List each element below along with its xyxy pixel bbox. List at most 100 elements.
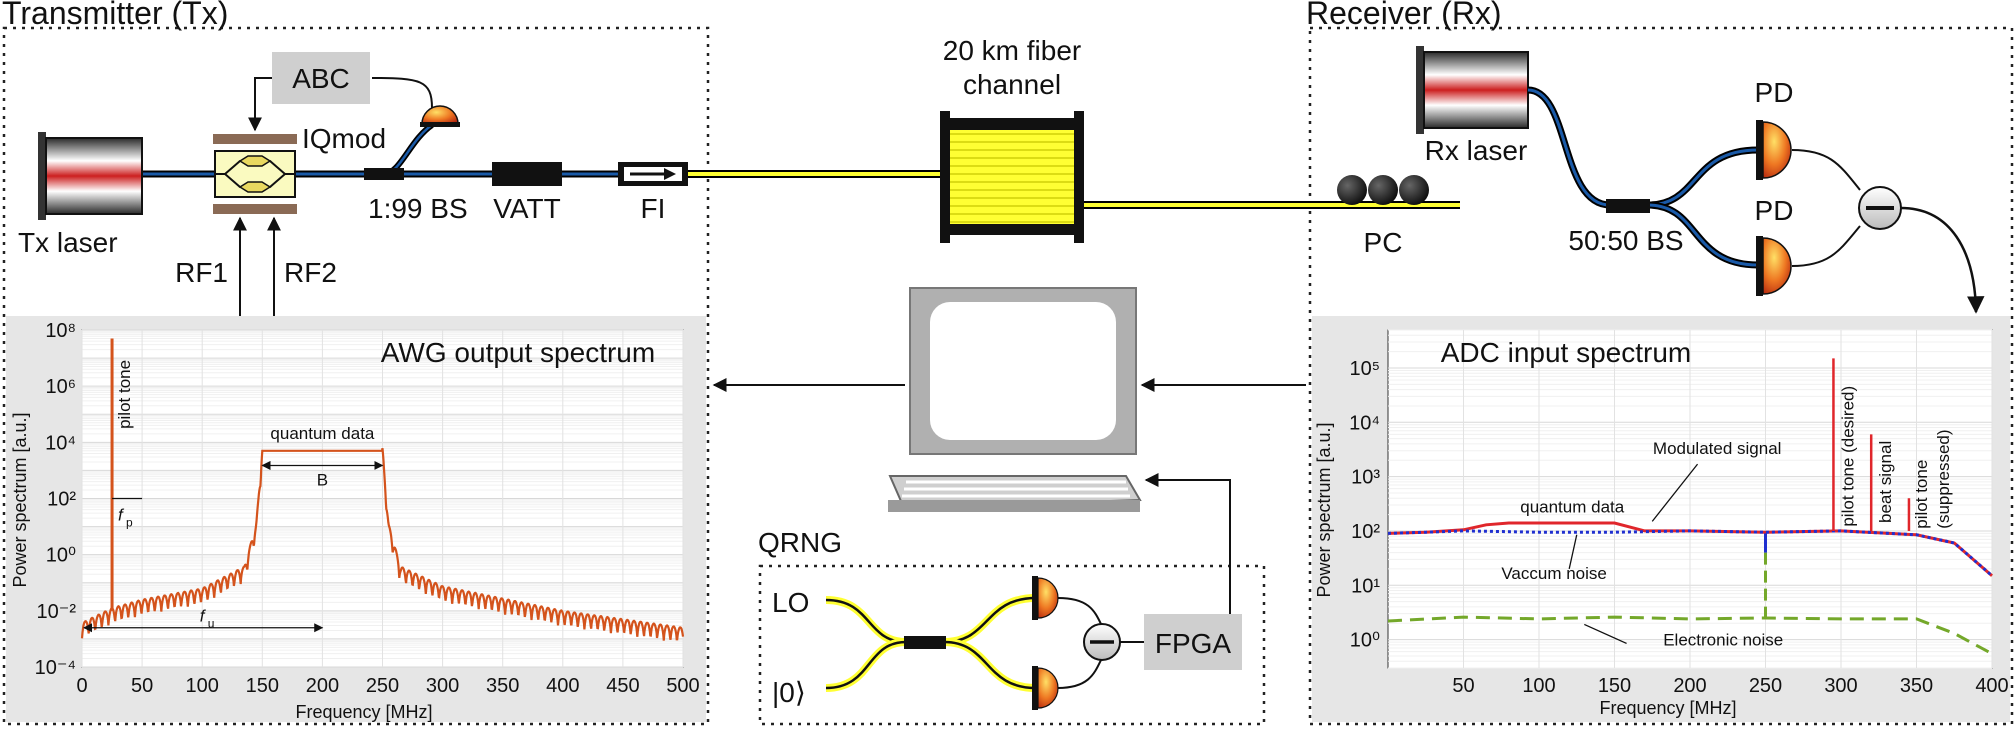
awg-fp-label: f (118, 506, 125, 525)
adc-vacuum-leader (1568, 534, 1578, 570)
adc-chart-title: ADC input spectrum (1441, 337, 1692, 368)
subtractor-to-adc-arrow (1900, 206, 1985, 314)
tx-section-title: Transmitter (Tx) (2, 0, 228, 31)
iqmod-label: IQmod (302, 123, 386, 154)
awg-x-tick-label: 300 (426, 675, 459, 697)
awg-quantum-label: quantum data (270, 424, 375, 443)
adc-vacuum-noise-line (1387, 529, 1993, 577)
adc-x-tick-label: 200 (1673, 675, 1706, 697)
rf1-label: RF1 (175, 257, 228, 288)
awg-pilot-label: pilot tone (115, 360, 134, 429)
rx-bs-label: 50:50 BS (1568, 225, 1683, 256)
awg-y-tick-label: 10⁶ (46, 376, 76, 398)
awg-x-tick-label: 150 (246, 675, 279, 697)
adc-x-tick-label: 100 (1522, 675, 1555, 697)
faraday-isolator-icon (618, 162, 688, 186)
fpga-to-pc-arrow (1144, 473, 1231, 620)
adc-y-tick-label: 10² (1351, 521, 1380, 543)
iq-modulator-icon (213, 134, 297, 214)
awg-y-tick-label: 10⁸ (45, 320, 76, 342)
pd-bottom-icon (1756, 236, 1792, 296)
adc-x-tick-label: 400 (1975, 675, 2008, 697)
vacuum-label: |0⟩ (772, 677, 806, 708)
pd-top-label: PD (1755, 77, 1794, 108)
qrng-beamsplitter-icon (904, 636, 946, 649)
adc-y-tick-label: 10¹ (1351, 575, 1380, 597)
fpga-label: FPGA (1155, 628, 1232, 659)
awg-y-axis-label: Power spectrum [a.u.] (10, 412, 30, 587)
pd-top-icon (1756, 120, 1792, 180)
rx-beamsplitter-icon (1606, 199, 1650, 213)
pd-bottom-label: PD (1755, 195, 1794, 226)
awg-x-tick-label: 400 (546, 675, 579, 697)
awg-x-tick-label: 0 (76, 675, 87, 697)
awg-x-tick-label: 250 (366, 675, 399, 697)
rx-section-title: Receiver (Rx) (1306, 0, 1502, 31)
adc-x-axis-label: Frequency [MHz] (1599, 698, 1736, 718)
awg-spectrum-trace (80, 447, 685, 641)
vatt-icon (492, 162, 562, 186)
adc-electronic-noise-line (1387, 615, 1993, 656)
adc-electronic-leader (1584, 623, 1627, 645)
tx-laser-icon (38, 132, 143, 220)
qrng-pd-top-icon (1032, 576, 1059, 620)
abc-feedback-arrow (248, 77, 272, 132)
adc-modulated-label: Modulated signal (1653, 439, 1782, 458)
awg-chart-title: AWG output spectrum (381, 337, 655, 368)
awg-x-tick-label: 450 (606, 675, 639, 697)
fiber-spool-icon (940, 111, 1084, 243)
tx-frame (2, 26, 710, 726)
qrng-pd-bottom-icon (1032, 666, 1059, 710)
awg-x-tick-label: 350 (486, 675, 519, 697)
awg-x-tick-label: 100 (186, 675, 219, 697)
tx-bs-label: 1:99 BS (368, 193, 468, 224)
fpga-box (1144, 614, 1242, 670)
rf2-label: RF2 (284, 257, 337, 288)
fiber-label-line2: channel (963, 69, 1061, 100)
vatt-label: VATT (493, 193, 560, 224)
adc-y-tick-label: 10³ (1351, 467, 1380, 489)
awg-x-axis-label: Frequency [MHz] (295, 702, 432, 722)
abc-box (272, 52, 370, 104)
awg-x-tick-label: 50 (131, 675, 153, 697)
awg-y-tick-label: 10⁰ (46, 545, 76, 567)
adc-x-tick-label: 150 (1598, 675, 1631, 697)
adc-y-tick-label: 10⁰ (1350, 630, 1380, 652)
monitor-photodiode-icon (420, 105, 460, 127)
awg-fp-subscript: p (126, 516, 133, 530)
awg-x-tick-label: 500 (666, 675, 699, 697)
adc-beat-label: beat signal (1876, 441, 1895, 523)
adc-y-axis-label: Power spectrum [a.u.] (1314, 422, 1334, 597)
adc-x-tick-label: 50 (1452, 675, 1474, 697)
lo-label: LO (772, 587, 809, 618)
adc-x-tick-label: 300 (1824, 675, 1857, 697)
adc-quantum-label: quantum data (1520, 497, 1625, 516)
polarization-controller-icon (1337, 175, 1429, 205)
adc-modulated-leader (1651, 463, 1699, 522)
adc-vacuum-label: Vaccum noise (1501, 564, 1607, 583)
subtractor-icon (1858, 186, 1902, 230)
adc-y-tick-label: 10⁴ (1349, 412, 1380, 434)
awg-y-tick-label: 10⁻² (37, 601, 77, 623)
abc-label: ABC (292, 63, 350, 94)
awg-y-tick-label: 10⁻⁴ (35, 657, 76, 679)
rx-fiber-paths (1527, 86, 1759, 269)
awg-y-tick-label: 10² (47, 489, 76, 511)
qrng-fiber-paths (825, 594, 1037, 692)
awg-bandwidth-label: B (317, 470, 328, 489)
tx-beamsplitter-icon (364, 168, 404, 180)
rx-laser-icon (1416, 46, 1529, 134)
awg-x-tick-label: 200 (306, 675, 339, 697)
awg-fu-subscript: u (208, 617, 215, 631)
adc-y-tick-label: 10⁵ (1349, 358, 1380, 380)
tx-laser-label: Tx laser (18, 227, 118, 258)
qrng-title: QRNG (758, 527, 842, 558)
adc-pilot-suppressed-label-1: pilot tone (1912, 460, 1931, 529)
rx-laser-label: Rx laser (1425, 135, 1528, 166)
adc-spectrum-chart: 50 100 150 200 250 300 350 400 10⁰ 10¹ 10² 10³ 10⁴ 10… (1349, 329, 2009, 697)
adc-x-tick-label: 250 (1749, 675, 1782, 697)
adc-x-tick-label: 350 (1900, 675, 1933, 697)
qrng-frame (758, 564, 1266, 726)
